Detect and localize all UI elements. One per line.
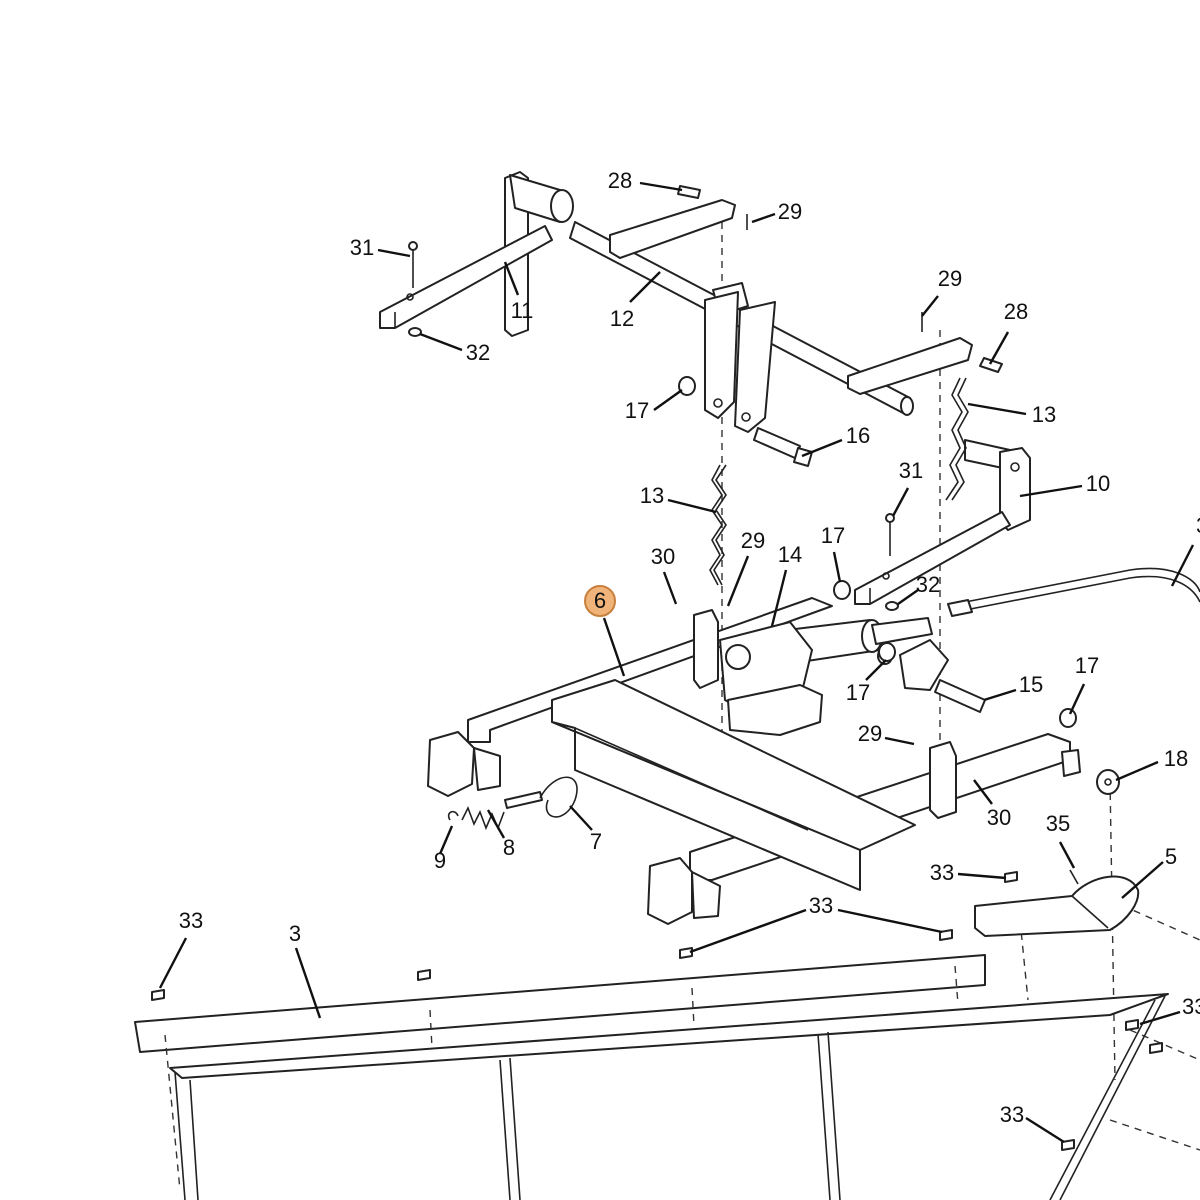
- callout-29: 29: [938, 266, 962, 291]
- callout-33: 33: [809, 893, 833, 918]
- callouts: 28 29 31 11 12 32 29 28 17 16 13 10 31 1…: [179, 168, 1200, 1127]
- callout-32: 32: [466, 340, 490, 365]
- callout-17: 17: [1075, 653, 1099, 678]
- washer-and-nuts: [833, 580, 1120, 795]
- callout-13: 13: [1032, 402, 1056, 427]
- callout-14: 14: [778, 542, 802, 567]
- callout-13: 13: [640, 483, 664, 508]
- callout-6-highlight: [584, 585, 616, 617]
- callout-29: 29: [741, 528, 765, 553]
- callout-33: 33: [1182, 994, 1200, 1019]
- callout-17: 17: [846, 680, 870, 705]
- callout-3: 3: [289, 921, 301, 946]
- callout-6: 6: [594, 588, 606, 613]
- callout-35: 35: [1046, 811, 1070, 836]
- callout-16: 16: [846, 423, 870, 448]
- callout-36: 36: [1196, 513, 1200, 538]
- callout-9: 9: [434, 848, 446, 873]
- callout-5: 5: [1165, 844, 1177, 869]
- callout-33: 33: [930, 860, 954, 885]
- callout-33: 33: [179, 908, 203, 933]
- callout-18: 18: [1164, 746, 1188, 771]
- lift-chains: [709, 377, 969, 586]
- callout-15: 15: [1019, 672, 1043, 697]
- callout-33: 33: [1000, 1102, 1024, 1127]
- callout-30: 30: [987, 805, 1011, 830]
- bracket-5: [974, 869, 1140, 937]
- callout-28: 28: [1004, 299, 1028, 324]
- callout-17: 17: [821, 523, 845, 548]
- callout-7: 7: [590, 829, 602, 854]
- callout-8: 8: [503, 835, 515, 860]
- callout-29: 29: [778, 199, 802, 224]
- rockshaft-assembly: [379, 171, 1003, 467]
- callout-11: 11: [511, 298, 534, 323]
- callout-32: 32: [916, 572, 940, 597]
- callout-29: 29: [858, 721, 882, 746]
- callout-28: 28: [608, 168, 632, 193]
- callout-31: 31: [899, 458, 923, 483]
- callout-10: 10: [1086, 471, 1110, 496]
- main-frame: [427, 597, 1081, 925]
- callout-31: 31: [350, 235, 374, 260]
- handle-rod: [947, 567, 1200, 617]
- lower-housing: [134, 871, 1169, 1200]
- callout-17: 17: [625, 398, 649, 423]
- callout-12: 12: [610, 306, 634, 331]
- actuator: [719, 617, 986, 736]
- callout-30: 30: [651, 544, 675, 569]
- leader-lines: [158, 181, 1195, 1144]
- part-10-arm: [854, 439, 1031, 611]
